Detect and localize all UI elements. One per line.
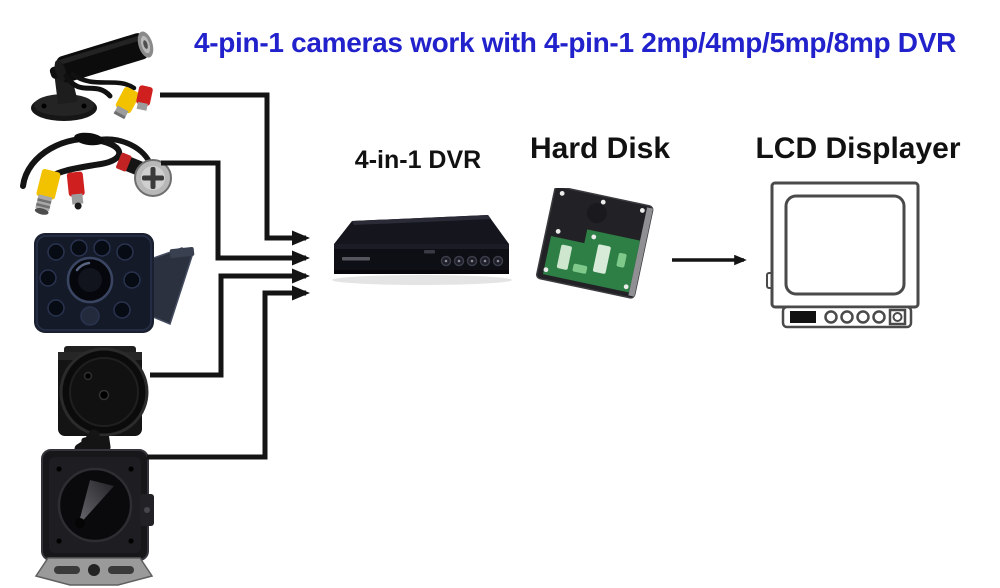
bullet-camera-icon [8,14,170,128]
lcd-displayer-label: LCD Displayer [755,132,961,165]
lcd-monitor-icon [756,175,946,333]
ir-mini-camera-icon [32,228,197,340]
button-pinhole-camera-icon [40,338,182,450]
dvr-icon [328,212,516,290]
diagram-title: 4-pin-1 cameras work with 4-pin-1 2mp/4m… [193,27,957,58]
hard-disk-label: Hard Disk [529,132,671,165]
bnc-av-cable-icon [5,126,173,234]
metal-pinhole-camera-icon [20,436,168,588]
hard-disk-icon [532,188,664,306]
dvr-label: 4-in-1 DVR [354,146,482,174]
